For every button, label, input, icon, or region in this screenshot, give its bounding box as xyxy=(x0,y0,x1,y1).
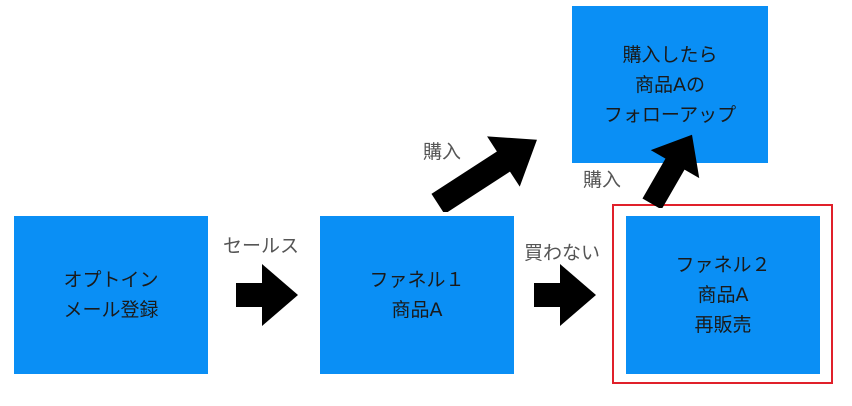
edge-label-purchase-1: 購入 xyxy=(423,141,462,163)
node-followup: 購入したら 商品Aの フォローアップ xyxy=(572,6,768,163)
node-funnel1-line-2: 商品A xyxy=(391,299,443,321)
node-funnel2-line-1: ファネル２ xyxy=(675,254,771,276)
node-funnel2-line-3: 再販売 xyxy=(694,314,752,336)
node-funnel1-line-1: ファネル１ xyxy=(369,269,465,291)
arrow-no-purchase xyxy=(534,264,596,326)
highlight-frame xyxy=(612,204,833,384)
node-followup-line-3: フォローアップ xyxy=(603,103,737,126)
node-optin-line-1: オプトイン xyxy=(63,269,159,291)
edge-label-sales: セールス xyxy=(223,235,300,257)
node-funnel1: ファネル１ 商品A xyxy=(320,216,514,374)
arrow-purchase-1 xyxy=(431,136,537,212)
edge-label-purchase-2: 購入 xyxy=(583,169,622,191)
arrow-sales xyxy=(236,264,298,326)
node-followup-line-1: 購入したら xyxy=(622,43,718,66)
arrow-purchase-2 xyxy=(642,134,700,208)
node-optin-line-2: メール登録 xyxy=(63,299,159,321)
node-followup-line-2: 商品Aの xyxy=(635,73,705,96)
node-funnel2: ファネル２ 商品A 再販売 xyxy=(626,216,820,374)
node-funnel2-line-2: 商品A xyxy=(697,284,749,306)
node-optin: オプトイン メール登録 xyxy=(14,216,208,374)
edge-label-no-purchase: 買わない xyxy=(524,242,601,264)
